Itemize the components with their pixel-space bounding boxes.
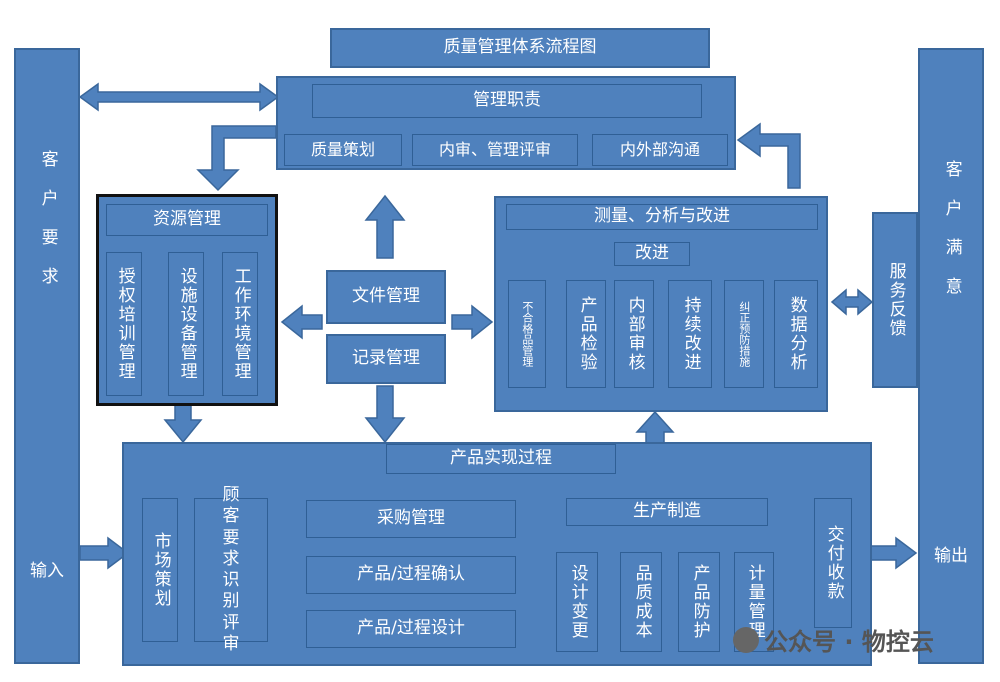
double-arrow-measure-service bbox=[830, 288, 874, 316]
improvement-box: 改进 bbox=[614, 242, 690, 266]
quality-planning-box: 质量策划 bbox=[284, 134, 402, 166]
file-management-box: 文件管理 bbox=[326, 270, 446, 324]
product-inspection-box: 产品检验 bbox=[566, 280, 606, 388]
arrow-measure-to-mgmt bbox=[736, 122, 801, 189]
communication-box: 内外部沟通 bbox=[592, 134, 728, 166]
product-protection-box: 产品防护 bbox=[678, 552, 720, 652]
output-label: 输出 bbox=[934, 545, 968, 566]
quality-cost-box: 品质成本 bbox=[620, 552, 662, 652]
continuous-improvement-box: 持续改进 bbox=[668, 280, 712, 388]
product-realization-title: 产品实现过程 bbox=[386, 444, 616, 474]
arrow-file-left bbox=[280, 304, 323, 340]
arrow-file-right bbox=[451, 304, 494, 340]
purchasing-management-box: 采购管理 bbox=[306, 500, 516, 538]
delivery-payment-box: 交付收款 bbox=[814, 498, 852, 628]
arrow-resource-down bbox=[163, 403, 203, 444]
customer-satisfaction-label: 客户满意 bbox=[941, 160, 962, 316]
arrow-output bbox=[869, 536, 918, 570]
arrow-record-down bbox=[364, 385, 406, 444]
arrow-input bbox=[79, 536, 130, 570]
diagram-title: 质量管理体系流程图 bbox=[330, 28, 710, 68]
process-validation-box: 产品/过程确认 bbox=[306, 556, 516, 594]
customer-requirements-label: 客户要求 bbox=[37, 150, 58, 306]
market-planning-box: 市场策划 bbox=[142, 498, 178, 642]
environment-management-box: 工作环境管理 bbox=[222, 252, 258, 396]
training-management-box: 授权培训管理 bbox=[106, 252, 142, 396]
wechat-icon bbox=[733, 627, 759, 653]
arrow-mgmt-to-resource bbox=[196, 125, 277, 192]
watermark: 公众号 · 物控云 bbox=[764, 628, 934, 656]
data-analysis-box: 数据分析 bbox=[774, 280, 818, 388]
internal-audit-box: 内部审核 bbox=[614, 280, 654, 388]
design-change-box: 设计变更 bbox=[556, 552, 598, 652]
service-feedback-box: 服务反馈 bbox=[872, 212, 918, 388]
internal-audit-review-box: 内审、管理评审 bbox=[412, 134, 578, 166]
customer-requirement-review-box: 顾客要求识别评审 bbox=[194, 485, 268, 654]
equipment-management-box: 设施设备管理 bbox=[168, 252, 204, 396]
measurement-title: 测量、分析与改进 bbox=[506, 204, 818, 230]
process-design-box: 产品/过程设计 bbox=[306, 610, 516, 648]
corrective-action-box: 纠正预防措施 bbox=[724, 280, 764, 388]
input-label: 输入 bbox=[30, 560, 64, 581]
nonconforming-product-box: 不合格品管理 bbox=[508, 280, 546, 388]
record-management-box: 记录管理 bbox=[326, 334, 446, 384]
management-responsibility-title: 管理职责 bbox=[312, 84, 702, 118]
arrow-realization-up bbox=[635, 410, 675, 445]
customer-satisfaction-column: 客户满意 输出 bbox=[918, 48, 984, 664]
double-arrow-customer-mgmt bbox=[78, 82, 280, 112]
measurement-panel bbox=[494, 196, 828, 412]
customer-requirements-column: 客户要求 输入 bbox=[14, 48, 80, 664]
production-box: 生产制造 bbox=[566, 498, 768, 526]
arrow-file-up bbox=[364, 194, 406, 259]
resource-management-title: 资源管理 bbox=[106, 204, 268, 236]
